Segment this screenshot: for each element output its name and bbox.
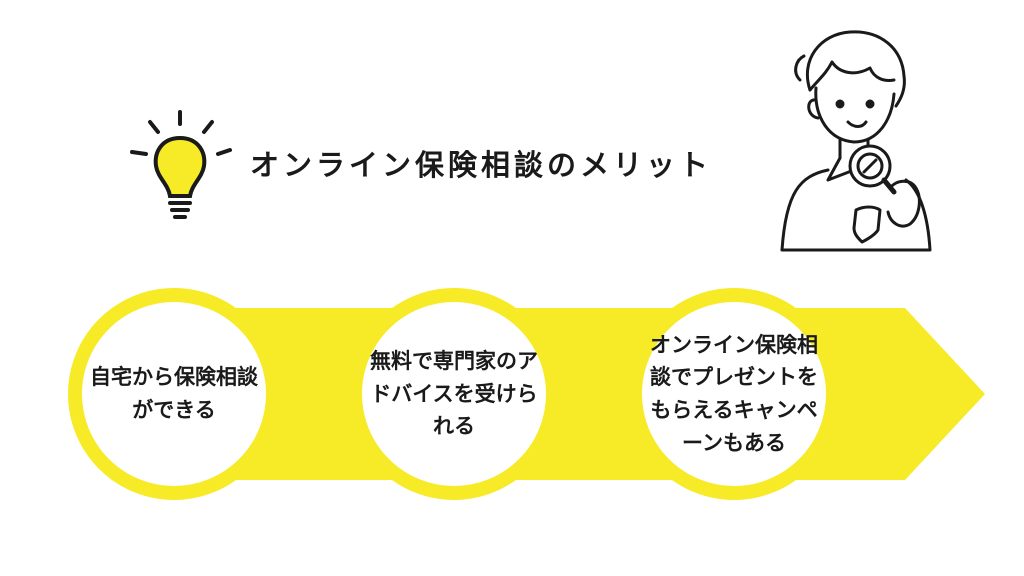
detective-person-illustration <box>780 30 932 252</box>
benefit-circle-3: オンライン保険相談でプレゼントをもらえるキャンペーンもある <box>628 288 840 500</box>
benefit-circle-1: 自宅から保険相談ができる <box>68 288 280 500</box>
benefit-circle-2: 無料で専門家のアドバイスを受けられる <box>348 288 560 500</box>
benefit-text: オンライン保険相談でプレゼントをもらえるキャンペーンもある <box>650 332 818 455</box>
lightbulb-icon <box>130 110 232 219</box>
benefit-text: 自宅から保険相談ができる <box>90 365 258 422</box>
benefit-text: 無料で専門家のアドバイスを受けられる <box>370 349 538 439</box>
page-title: オンライン保険相談のメリット <box>250 148 713 182</box>
